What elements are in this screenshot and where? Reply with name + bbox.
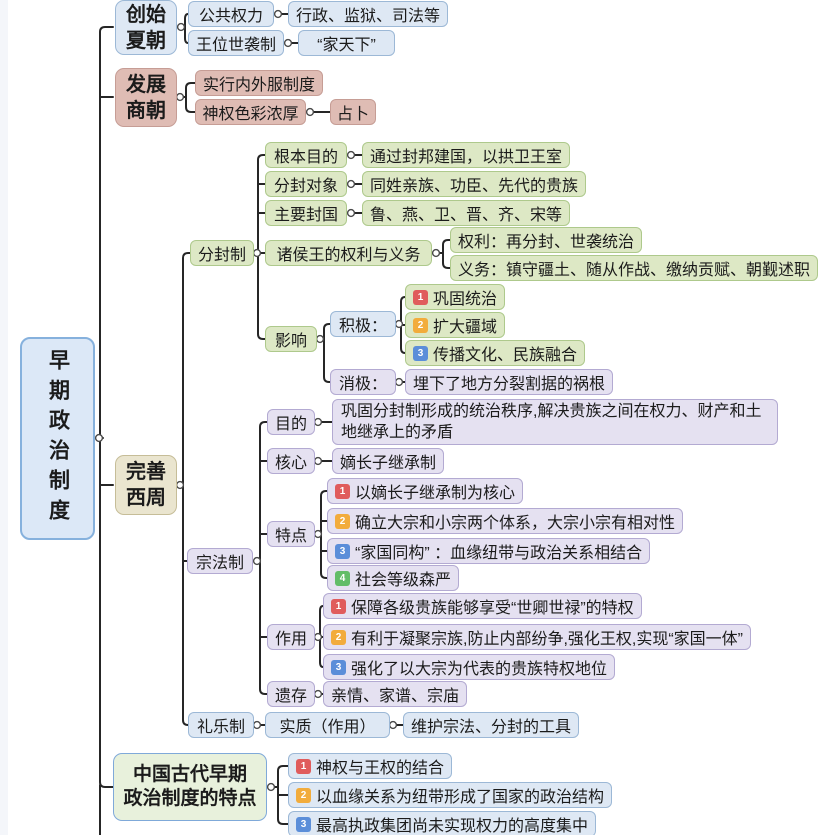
feature-2-label: 确立大宗和小宗两个体系，大宗小宗有相对性: [355, 515, 676, 532]
node-characteristics[interactable]: 中国古代早期 政治制度的特点: [113, 753, 267, 821]
node-zongfa-purpose-value[interactable]: 巩固分封制形成的统治秩序,解决贵族之间在权力、财产和土地继承上的矛盾: [332, 399, 778, 445]
number-1-badge-icon: 1: [296, 758, 311, 774]
node-divination[interactable]: 占卜: [330, 99, 376, 125]
positive-1-label: 巩固统治: [433, 291, 498, 308]
node-positive-2[interactable]: 2 扩大疆域: [405, 312, 506, 338]
node-zongfa-legacy-value[interactable]: 亲情、家谱、宗庙: [323, 681, 468, 707]
node-liyue-system[interactable]: 礼乐制: [188, 712, 254, 738]
number-2-badge-icon: 2: [335, 513, 350, 529]
node-zhou-dynasty[interactable]: 完善 西周: [115, 455, 177, 515]
feature-3-label: “家国同构” ：血缘纽带与政治关系相结合: [355, 545, 643, 562]
node-xia-dynasty[interactable]: 创始 夏朝: [115, 0, 177, 55]
node-zongfa-core-value[interactable]: 嫡长子继承制: [332, 448, 445, 474]
node-positive-3[interactable]: 3 传播文化、民族融合: [405, 340, 586, 366]
node-zongfa-purpose[interactable]: 目的: [267, 409, 315, 435]
number-1-badge-icon: 1: [331, 598, 346, 614]
node-inner-outer-service[interactable]: 实行内外服制度: [195, 70, 324, 96]
number-2-badge-icon: 2: [296, 787, 311, 803]
feature-4-label: 社会等级森严: [355, 572, 452, 589]
node-characteristic-1[interactable]: 1 神权与王权的结合: [288, 753, 453, 779]
number-2-badge-icon: 2: [331, 629, 346, 645]
number-3-badge-icon: 3: [413, 345, 428, 361]
number-1-badge-icon: 1: [335, 483, 350, 499]
node-fundamental-purpose-value[interactable]: 通过封邦建国，以拱卫王室: [362, 142, 571, 168]
node-liyue-essence[interactable]: 实质（作用）: [265, 712, 390, 738]
node-feature-3[interactable]: 3 “家国同构” ：血缘纽带与政治关系相结合: [327, 538, 651, 564]
node-impact[interactable]: 影响: [265, 326, 317, 352]
node-function-1[interactable]: 1 保障各级贵族能够享受“世卿世禄”的特权: [323, 593, 642, 619]
node-theocracy[interactable]: 神权色彩浓厚: [195, 99, 306, 125]
node-positive-impact[interactable]: 积极：: [330, 311, 396, 337]
node-zongfa-core[interactable]: 核心: [267, 448, 315, 474]
characteristic-2-label: 以血缘关系为纽带形成了国家的政治结构: [316, 789, 605, 806]
node-enfeoffment-targets[interactable]: 分封对象: [265, 171, 347, 197]
characteristic-1-label: 神权与王权的结合: [316, 760, 445, 777]
node-main-states-value[interactable]: 鲁、燕、卫、晋、齐、宋等: [362, 200, 571, 226]
number-3-badge-icon: 3: [335, 543, 350, 559]
node-vassal-duties-value[interactable]: 义务：镇守疆土、随从作战、缴纳贡赋、朝觐述职: [450, 255, 819, 281]
node-vassal-rights-duties[interactable]: 诸侯王的权利与义务: [265, 240, 432, 266]
feature-1-label: 以嫡长子继承制为核心: [355, 485, 516, 502]
node-fengjian-system[interactable]: 分封制: [190, 240, 254, 266]
node-characteristic-2[interactable]: 2 以血缘关系为纽带形成了国家的政治结构: [288, 782, 613, 808]
number-3-badge-icon: 3: [296, 816, 311, 832]
node-shang-dynasty[interactable]: 发展 商朝: [115, 68, 177, 127]
number-2-badge-icon: 2: [413, 317, 428, 333]
node-public-power[interactable]: 公共权力: [188, 1, 274, 27]
node-liyue-essence-value[interactable]: 维护宗法、分封的工具: [403, 712, 580, 738]
number-4-badge-icon: 4: [335, 570, 350, 586]
characteristic-3-label: 最高执政集团尚未实现权力的高度集中: [316, 818, 589, 835]
node-public-power-value[interactable]: 行政、监狱、司法等: [288, 1, 449, 27]
node-function-2[interactable]: 2 有利于凝聚宗族,防止内部纷争,强化王权,实现“家国一体”: [323, 624, 751, 650]
node-negative-impact[interactable]: 消极：: [330, 369, 396, 395]
node-root[interactable]: 早期政治制度: [20, 337, 95, 540]
node-feature-1[interactable]: 1 以嫡长子继承制为核心: [327, 478, 524, 504]
node-zongfa-system[interactable]: 宗法制: [187, 548, 253, 574]
node-function-3[interactable]: 3 强化了以大宗为代表的贵族特权地位: [323, 654, 616, 680]
node-zongfa-features[interactable]: 特点: [267, 521, 315, 547]
number-3-badge-icon: 3: [331, 659, 346, 675]
positive-3-label: 传播文化、民族融合: [433, 347, 578, 364]
page-margin: [0, 0, 8, 835]
node-fundamental-purpose[interactable]: 根本目的: [265, 142, 347, 168]
node-vassal-rights-value[interactable]: 权利：再分封、世袭统治: [450, 227, 643, 253]
function-1-label: 保障各级贵族能够享受“世卿世禄”的特权: [351, 600, 634, 617]
function-3-label: 强化了以大宗为代表的贵族特权地位: [351, 661, 608, 678]
node-enfeoffment-targets-value[interactable]: 同姓亲族、功臣、先代的贵族: [362, 171, 587, 197]
node-hereditary-monarchy[interactable]: 王位世袭制: [188, 30, 284, 56]
node-characteristic-3[interactable]: 3 最高执政集团尚未实现权力的高度集中: [288, 811, 597, 835]
node-positive-1[interactable]: 1 巩固统治: [405, 284, 506, 310]
node-main-states[interactable]: 主要封国: [265, 200, 347, 226]
node-feature-4[interactable]: 4 社会等级森严: [327, 565, 460, 591]
positive-2-label: 扩大疆域: [433, 319, 498, 336]
node-family-under-heaven[interactable]: “家天下”: [298, 30, 395, 56]
node-negative-value[interactable]: 埋下了地方分裂割据的祸根: [405, 369, 614, 395]
node-zongfa-legacy[interactable]: 遗存: [267, 681, 315, 707]
number-1-badge-icon: 1: [413, 289, 428, 305]
node-feature-2[interactable]: 2 确立大宗和小宗两个体系，大宗小宗有相对性: [327, 508, 684, 534]
node-zongfa-function[interactable]: 作用: [267, 624, 315, 650]
function-2-label: 有利于凝聚宗族,防止内部纷争,强化王权,实现“家国一体”: [351, 631, 743, 648]
